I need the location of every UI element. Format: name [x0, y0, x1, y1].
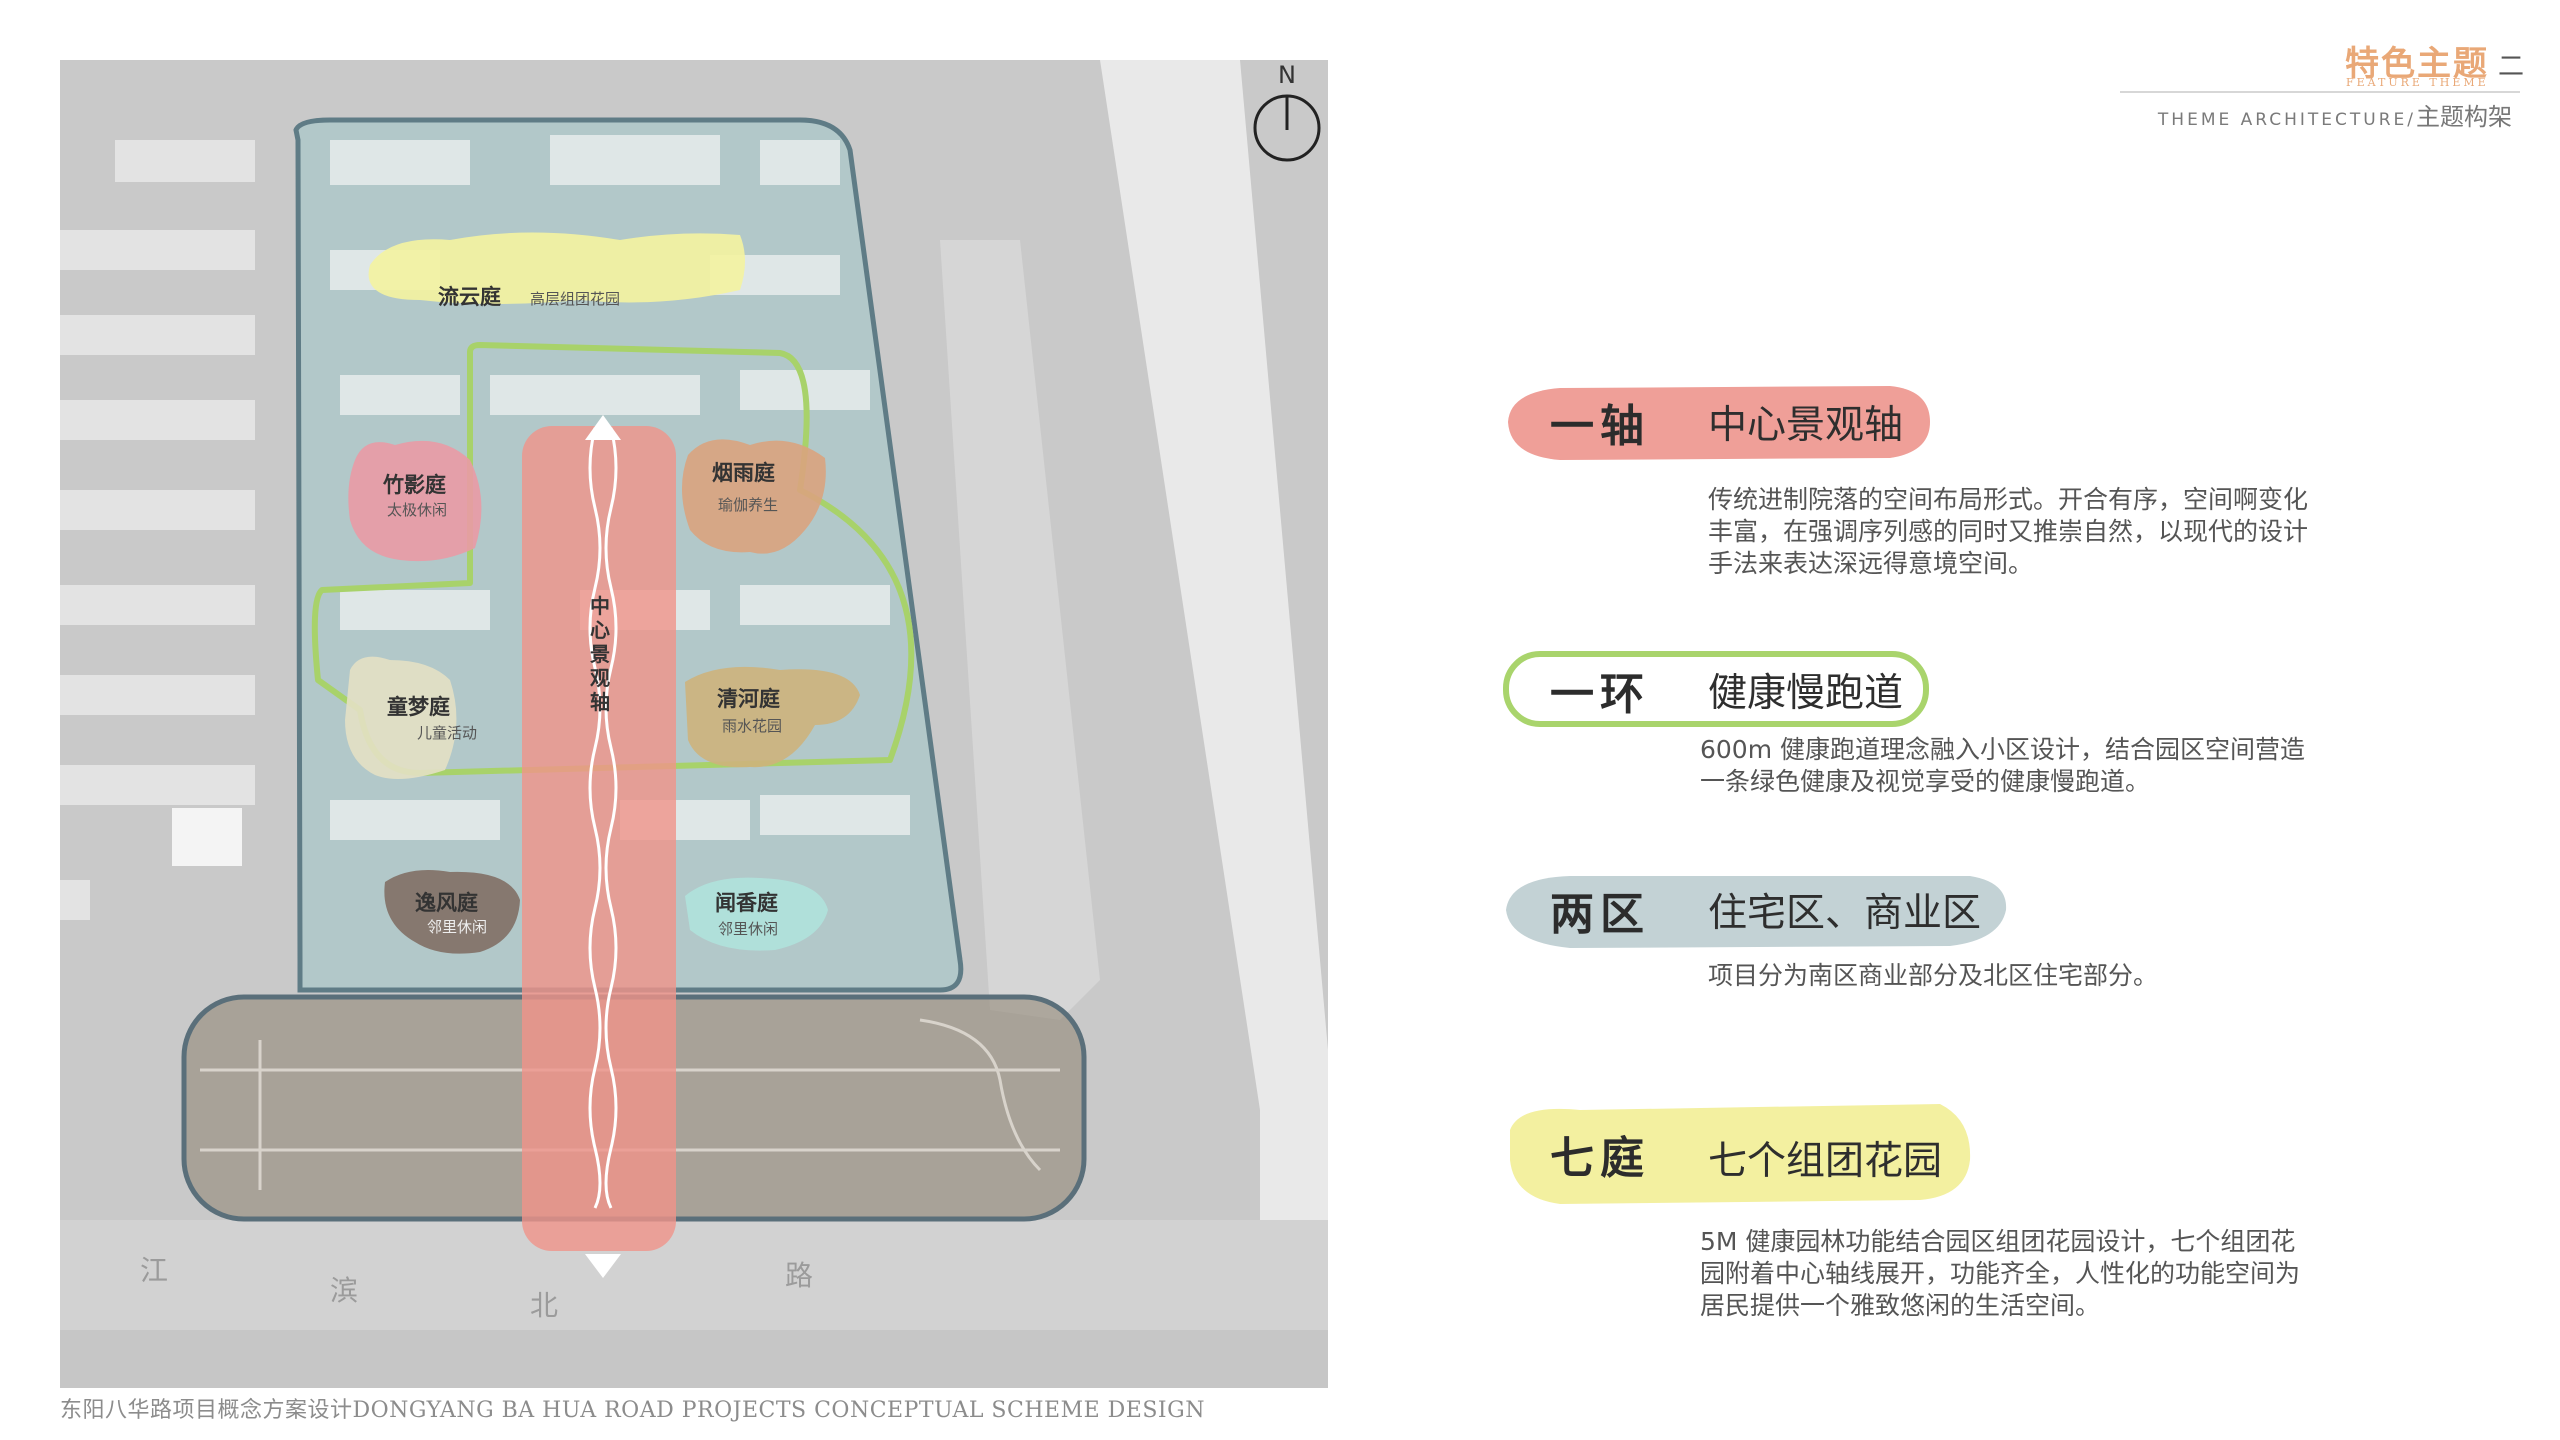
- section-axis-title: 中心景观轴: [1708, 403, 1904, 448]
- south-road: [60, 1220, 1328, 1340]
- garden-label-flow-cloud: 流云庭: [438, 284, 501, 309]
- road-char-4: 路: [785, 1259, 813, 1292]
- road-char-3: 北: [530, 1289, 558, 1322]
- garden-label-breeze: 逸风庭: [415, 890, 478, 915]
- section-ring-badge: [1503, 651, 1929, 727]
- garden-label-fragrance: 闻香庭: [715, 890, 778, 915]
- neighbour-buildings: [60, 140, 255, 920]
- axis-label-char: 景: [590, 642, 610, 666]
- north-arrow-icon: N: [1253, 61, 1321, 162]
- section-zones-badge: [1506, 876, 2007, 948]
- garden-sub-flow-cloud: 高层组团花园: [530, 290, 620, 308]
- axis-label-char: 观: [590, 666, 610, 690]
- section-gardens-badge: [1510, 1104, 1971, 1204]
- section-gardens-desc: 5M 健康园林功能结合园区组团花园设计，七个组团花 园附着中心轴线展开，功能齐全…: [1700, 1226, 2300, 1322]
- garden-sub-breeze: 邻里休闲: [427, 918, 487, 936]
- white-block: [172, 808, 242, 866]
- garden-label-dream: 童梦庭: [387, 694, 450, 719]
- garden-flow-cloud: [368, 232, 745, 304]
- section-gardens-line-3: 居民提供一个雅致悠闲的生活空间。: [1700, 1291, 2101, 1320]
- section-zones: 两区 住宅区、商业区: [1500, 868, 2020, 948]
- feature-theme-title: 特色主题: [2345, 44, 2489, 84]
- site-plan-map: 中心景观轴 流云庭 高层组团花园 竹影庭 太极休闲 烟雨庭 瑜伽养生 童梦庭 儿…: [60, 60, 1328, 1388]
- section-axis-line-3: 手法来表达深远得意境空间。: [1708, 549, 2034, 578]
- section-axis-desc: 传统进制院落的空间布局形式。开合有序，空间啊变化 丰富，在强调序列感的同时又推崇…: [1708, 484, 2308, 580]
- garden-sub-dream: 儿童活动: [417, 724, 477, 742]
- section-ring-desc: 600m 健康跑道理念融入小区设计，结合园区空间营造 一条绿色健康及视觉享受的健…: [1700, 734, 2305, 798]
- running-ring: [311, 342, 915, 776]
- section-axis-line-1: 传统进制院落的空间布局形式。开合有序，空间啊变化: [1708, 485, 2309, 514]
- garden-sub-fragrance: 邻里休闲: [718, 920, 778, 938]
- axis-label-char: 中: [590, 594, 610, 618]
- section-gardens-title: 七个组团花园: [1708, 1139, 1943, 1184]
- section-axis-line-2: 丰富，在强调序列感的同时又推崇自然，以现代的设计: [1708, 517, 2309, 546]
- axis-wave-left: [588, 427, 602, 1209]
- section-gardens-key: 七庭: [1550, 1133, 1650, 1184]
- section-ring-line-1: 600m 健康跑道理念融入小区设计，结合园区空间营造: [1700, 735, 2306, 764]
- axis-arrow-top: [585, 415, 621, 440]
- section-ring-title: 健康慢跑道: [1708, 671, 1904, 716]
- garden-misty: [681, 439, 826, 554]
- road-char-2: 滨: [330, 1274, 358, 1307]
- garden-label-clear-river: 清河庭: [717, 686, 780, 711]
- section-gardens-line-2: 园附着中心轴线展开，功能齐全，人性化的功能空间为: [1700, 1259, 2301, 1288]
- feature-theme-subtitle: FEATURE THEME: [2346, 76, 2489, 89]
- axis-arrow-bottom: [585, 1254, 621, 1278]
- section-gardens: 七庭 七个组团花园: [1500, 1100, 1980, 1204]
- garden-label-misty: 烟雨庭: [712, 460, 775, 485]
- east-green: [940, 240, 1100, 1020]
- axis-wave-right: [604, 427, 618, 1209]
- garden-sub-misty: 瑜伽养生: [718, 496, 778, 514]
- section-zones-line-1: 项目分为南区商业部分及北区住宅部分。: [1708, 961, 2159, 990]
- garden-sub-clear-river: 雨水花园: [722, 717, 782, 735]
- road-char-1: 江: [140, 1254, 168, 1287]
- north-label: N: [1278, 61, 1296, 89]
- section-axis-key: 一轴: [1550, 401, 1650, 452]
- axis-label-char: 心: [590, 618, 610, 642]
- section-ring-line-2: 一条绿色健康及视觉享受的健康慢跑道。: [1700, 767, 2151, 796]
- axis-label: 中心景观轴: [590, 594, 610, 714]
- section-ring: 一环 健康慢跑道: [1500, 648, 1940, 728]
- section-number: 二: [2498, 52, 2525, 82]
- section-axis: 一轴 中心景观轴: [1500, 380, 1940, 460]
- section-gardens-line-1: 5M 健康园林功能结合园区组团花园设计，七个组团花: [1700, 1227, 2296, 1256]
- garden-fragrance: [685, 877, 828, 951]
- section-zones-desc: 项目分为南区商业部分及北区住宅部分。: [1708, 960, 2158, 992]
- central-axis: [522, 426, 676, 1251]
- garden-breeze: [384, 869, 520, 954]
- page-title-en: THEME ARCHITECTURE/: [2157, 110, 2416, 130]
- garden-sub-bamboo: 太极休闲: [387, 501, 447, 519]
- garden-dream: [345, 656, 457, 779]
- garden-label-bamboo: 竹影庭: [382, 472, 446, 497]
- page-title-zh: 主题构架: [2416, 103, 2512, 131]
- section-axis-badge: [1508, 386, 1930, 460]
- section-zones-key: 两区: [1550, 889, 1650, 940]
- garden-bamboo: [348, 440, 482, 562]
- axis-label-char: 轴: [590, 690, 610, 714]
- header-divider: [2120, 91, 2520, 93]
- section-ring-key: 一环: [1550, 669, 1650, 720]
- page-title: THEME ARCHITECTURE/主题构架: [2120, 97, 2512, 132]
- project-footer: 东阳八华路项目概念方案设计DONGYANG BA HUA ROAD PROJEC…: [60, 1398, 1205, 1423]
- east-road: [1100, 60, 1328, 1388]
- section-zones-title: 住宅区、商业区: [1708, 891, 1982, 936]
- garden-clear-river: [685, 666, 860, 768]
